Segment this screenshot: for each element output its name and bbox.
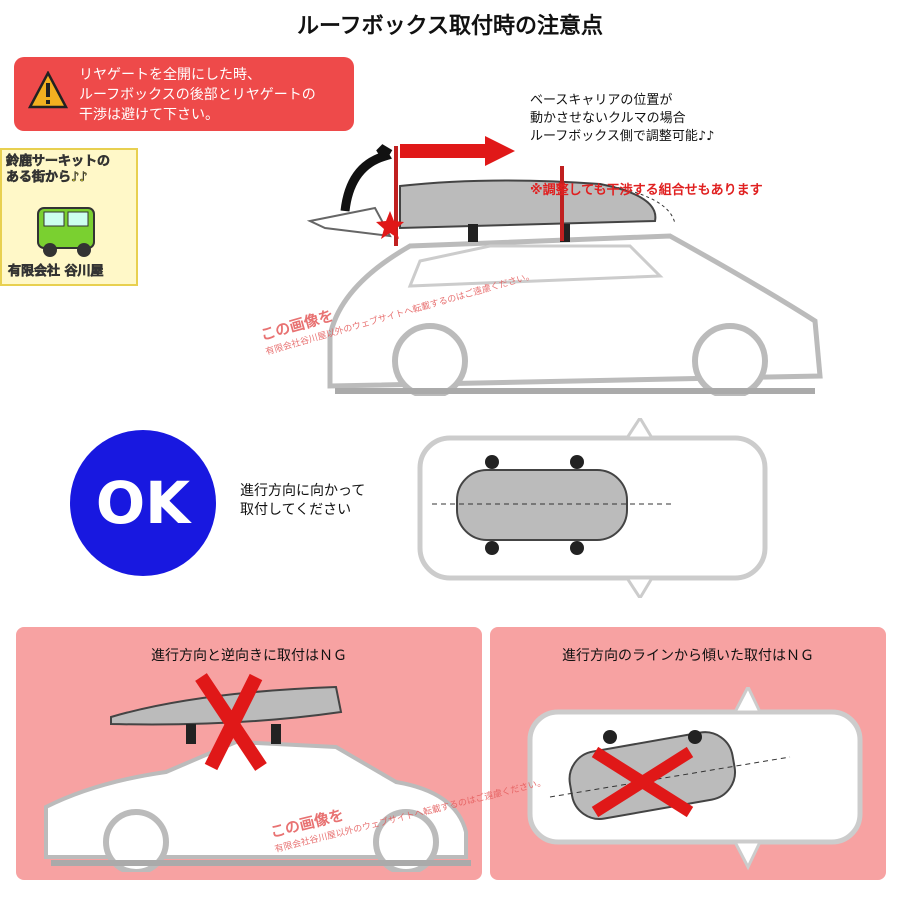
company-logo: 鈴鹿サーキットの ある街から♪♪ 有限会社 谷川屋 — [0, 148, 138, 286]
reversed-box-illustration — [44, 673, 471, 872]
ng-panel-title: 進行方向のラインから傾いた取付はＮＧ — [562, 648, 814, 664]
warning-text: リヤゲートを全開にした時、 ルーフボックスの後部とリヤゲートの 干渉は避けて下さ… — [79, 67, 316, 123]
logo-tagline: 鈴鹿サーキットの ある街から♪♪ — [6, 154, 111, 186]
ng-panel-title: 進行方向と逆向きに取付はＮＧ — [151, 648, 347, 664]
car-logo-icon — [37, 207, 95, 257]
ok-instruction: 進行方向に向かって 取付してください — [240, 483, 366, 518]
ng-panel-reversed: 進行方向と逆向きに取付はＮＧ — [16, 627, 482, 880]
caution-text: ※調整しても干渉する組合せもあります — [530, 183, 763, 198]
ng-panel-tilted: 進行方向のラインから傾いた取付はＮＧ — [490, 627, 886, 880]
page-title: ルーフボックス取付時の注意点 — [296, 14, 604, 39]
adjustment-note: ベースキャリアの位置が 動かさせないクルマの場合 ルーフボックス側で調整可能♪♪… — [530, 56, 763, 218]
warning-banner: リヤゲートを全開にした時、 ルーフボックスの後部とリヤゲートの 干渉は避けて下さ… — [14, 57, 354, 131]
warning-triangle-icon — [28, 71, 68, 109]
note-text: ベースキャリアの位置が 動かさせないクルマの場合 ルーフボックス側で調整可能♪♪ — [530, 93, 715, 144]
side-view-illustration — [306, 136, 823, 396]
logo-company: 有限会社 谷川屋 — [8, 264, 104, 280]
tilted-box-illustration — [527, 687, 863, 871]
top-view-correct-illustration — [417, 418, 768, 598]
ok-badge: OK — [70, 430, 216, 576]
